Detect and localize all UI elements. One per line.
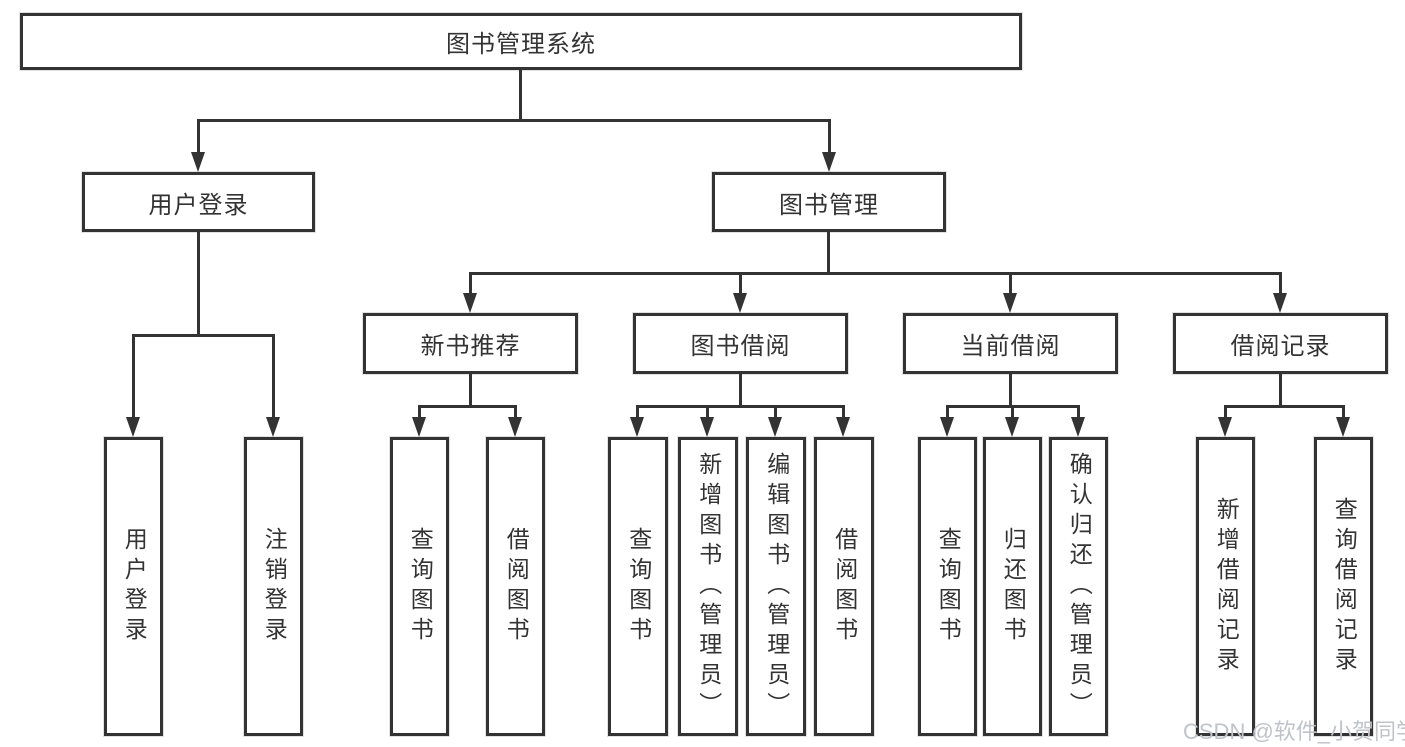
connector-line (636, 405, 639, 419)
node-book-borrowing: 图书借阅 (633, 313, 848, 374)
connector-line (132, 334, 135, 418)
node-label: 用户登录 (121, 526, 148, 647)
node-library-management-system: 图书管理系统 (20, 13, 1022, 70)
arrow-down-icon (630, 417, 644, 437)
arrow-down-icon (1005, 417, 1019, 437)
node-label: 图书借阅 (690, 333, 791, 360)
connector-line (1009, 374, 1012, 407)
connector-line (514, 405, 517, 419)
arrow-down-icon (266, 417, 280, 437)
leaf-query-borrow-record: 查询借阅记录 (1314, 437, 1373, 736)
leaf-query-books-current: 查询图书 (918, 437, 977, 736)
connector-line (1077, 405, 1080, 419)
connector-line (272, 334, 275, 418)
leaf-edit-books-admin: 编辑图书（管理员） (746, 437, 806, 736)
node-label: 新增图书（管理员） (695, 451, 722, 722)
leaf-user-login: 用户登录 (104, 437, 163, 736)
leaf-return-books: 归还图书 (983, 437, 1042, 736)
connector-line (519, 70, 522, 122)
arrow-down-icon (126, 417, 140, 437)
connector-line (469, 374, 472, 407)
arrow-down-icon (836, 417, 850, 437)
node-borrowing-records: 借阅记录 (1173, 313, 1388, 374)
connector-line (739, 272, 742, 296)
node-label: 借阅图书 (831, 526, 858, 647)
arrow-down-icon (191, 152, 205, 172)
node-new-book-recommendation: 新书推荐 (363, 313, 578, 374)
arrow-down-icon (508, 417, 522, 437)
arrow-down-icon (822, 152, 836, 172)
node-label: 归还图书 (1000, 526, 1027, 647)
connector-line (636, 405, 845, 408)
node-label: 确认归还（管理员） (1066, 451, 1093, 722)
connector-line (1279, 272, 1282, 296)
node-label: 借阅图书 (503, 526, 530, 647)
node-label: 用户登录 (148, 191, 249, 219)
node-label: 注销登录 (261, 526, 288, 647)
arrow-down-icon (768, 417, 782, 437)
arrow-down-icon (700, 417, 714, 437)
arrow-down-icon (1218, 417, 1232, 437)
connector-line (132, 334, 275, 337)
connector-line (1011, 405, 1014, 419)
leaf-borrow-books: 借阅图书 (814, 437, 874, 736)
arrow-down-icon (1071, 417, 1085, 437)
connector-line (418, 405, 421, 419)
connector-line (706, 405, 709, 419)
connector-line (1342, 405, 1345, 419)
connector-line (739, 374, 742, 407)
arrow-down-icon (1273, 293, 1287, 313)
node-label: 编辑图书（管理员） (763, 451, 790, 722)
node-label: 当前借阅 (960, 333, 1061, 360)
connector-line (197, 232, 200, 336)
leaf-query-books-borrowing: 查询图书 (608, 437, 668, 736)
csdn-watermark: CSDN @软件_小贺同学 (1183, 719, 1405, 744)
connector-line (418, 405, 517, 408)
node-label: 查询图书 (407, 526, 434, 647)
connector-line (469, 272, 1282, 275)
leaf-add-borrow-record: 新增借阅记录 (1196, 437, 1255, 736)
node-label: 查询图书 (935, 526, 962, 647)
node-label: 图书管理 (779, 191, 879, 219)
arrow-down-icon (733, 293, 747, 313)
node-label: 查询借阅记录 (1331, 496, 1358, 677)
connector-line (827, 232, 830, 274)
node-book-management: 图书管理 (712, 172, 946, 232)
node-label: 借阅记录 (1230, 333, 1331, 360)
connector-line (1224, 405, 1345, 408)
connector-line (1224, 405, 1227, 419)
node-label: 图书管理系统 (446, 31, 596, 58)
connector-line (197, 119, 831, 122)
connector-line (842, 405, 845, 419)
leaf-logout: 注销登录 (244, 437, 303, 736)
connector-line (946, 405, 949, 419)
arrow-down-icon (1336, 417, 1350, 437)
connector-line (1279, 374, 1282, 407)
connector-line (197, 119, 200, 153)
arrow-down-icon (412, 417, 426, 437)
connector-line (469, 272, 472, 296)
connector-line (828, 119, 831, 153)
node-label: 查询图书 (625, 526, 652, 647)
arrow-down-icon (1003, 293, 1017, 313)
leaf-confirm-return-admin: 确认归还（管理员） (1049, 437, 1108, 736)
node-current-borrowing: 当前借阅 (903, 313, 1118, 374)
connector-line (1009, 272, 1012, 296)
connector-line (774, 405, 777, 419)
node-user-login: 用户登录 (82, 172, 315, 232)
arrow-down-icon (940, 417, 954, 437)
node-label: 新增借阅记录 (1213, 496, 1240, 677)
leaf-query-books-recommend: 查询图书 (390, 437, 449, 736)
leaf-borrow-books-recommend: 借阅图书 (486, 437, 545, 736)
node-label: 新书推荐 (420, 333, 521, 360)
arrow-down-icon (463, 293, 477, 313)
leaf-add-books-admin: 新增图书（管理员） (678, 437, 738, 736)
